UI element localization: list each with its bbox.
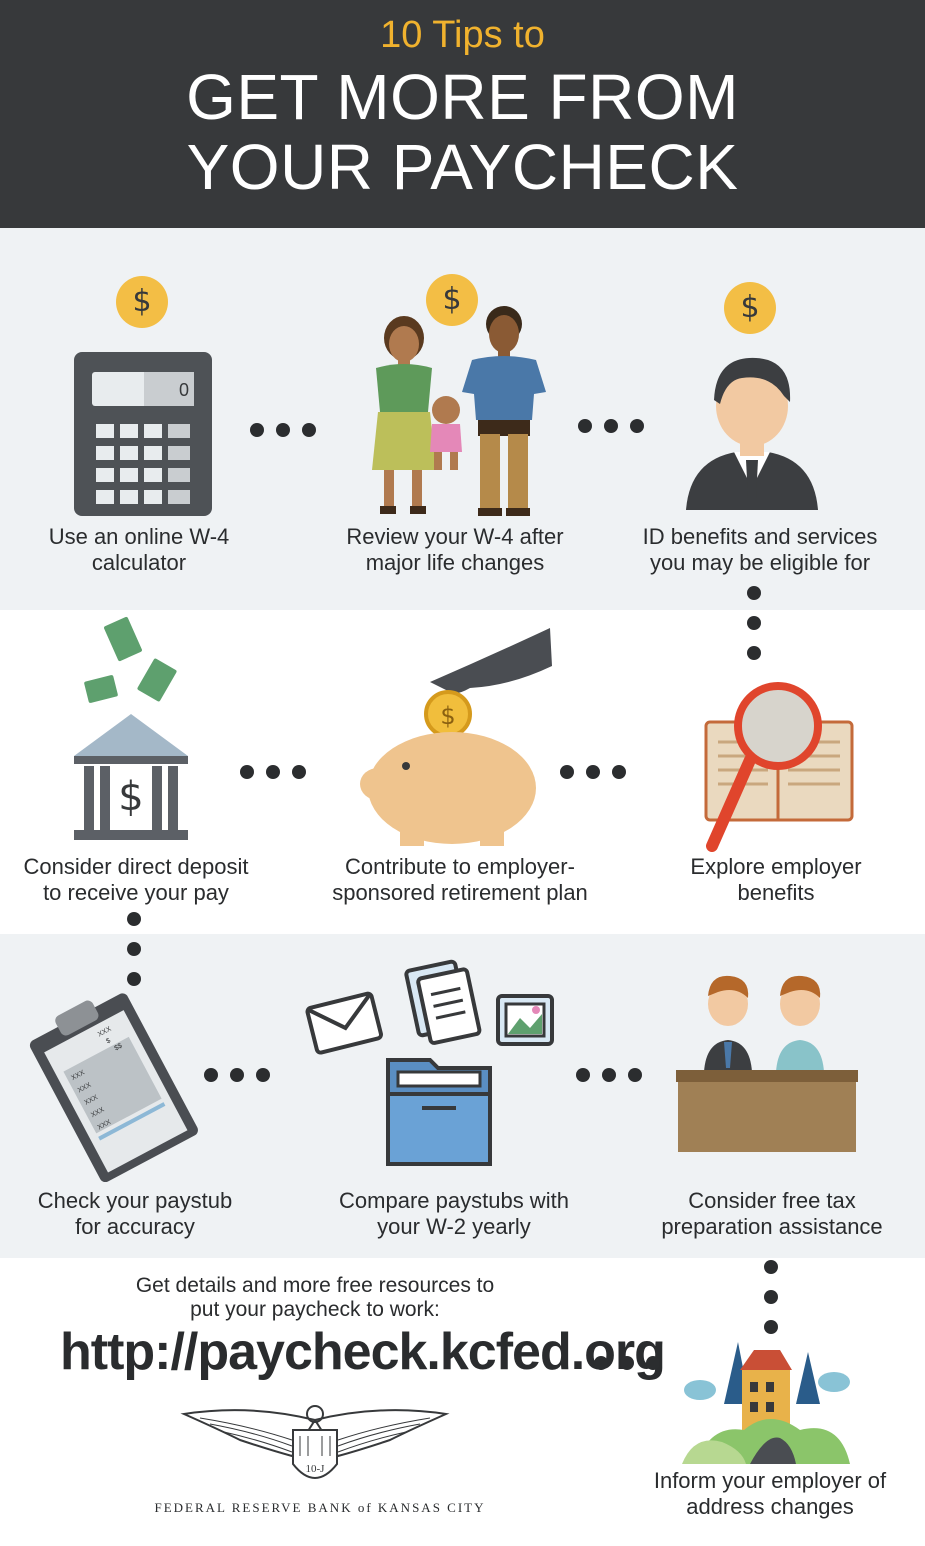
subtitle: 10 Tips to [380, 14, 545, 56]
title-line-1: GET MORE FROM [186, 61, 739, 133]
bank-dollar-sign: $ [118, 774, 143, 820]
houses-address-icon [682, 1342, 850, 1464]
page-title: GET MORE FROM YOUR PAYCHECK [0, 62, 925, 202]
tip-caption: Contribute to employer- sponsored retire… [316, 854, 604, 906]
caption-line: Check your paystub [37, 1188, 233, 1213]
caption-line: ID benefits and services [642, 524, 878, 549]
tip-caption: Check your paystub for accuracy [14, 1188, 256, 1240]
title-line-2: YOUR PAYCHECK [186, 131, 739, 203]
caption-line: major life changes [365, 550, 545, 575]
dollar-coin-icon: $ [116, 276, 168, 328]
tip-caption: Explore employer benefits [656, 854, 896, 906]
connector-dots [594, 1356, 660, 1370]
tax-assistance-desk-icon [676, 975, 858, 1152]
resources-line: Get details and more free resources to [135, 1274, 495, 1297]
magnifying-glass-book-icon [704, 682, 854, 852]
caption-line: Inform your employer of [653, 1468, 887, 1493]
resources-line: put your paycheck to work: [190, 1298, 440, 1321]
person-icon [686, 357, 818, 510]
caption-line: benefits [737, 880, 815, 905]
clipboard-paystub-icon: XXX $ $$ XXX XXX XXX XXX XXX [29, 993, 198, 1182]
caption-line: Contribute to employer- [345, 854, 575, 879]
resources-url-link[interactable]: http://paycheck.kcfed.org [60, 1323, 666, 1381]
tip-caption: Consider free tax preparation assistance [644, 1188, 900, 1240]
paystub-text: $ [105, 1037, 112, 1045]
caption-line: sponsored retirement plan [332, 880, 588, 905]
dollar-coin-icon: $ [426, 274, 478, 326]
connector-dots [250, 423, 316, 437]
calculator-icon: 0 [74, 352, 212, 516]
connector-dots [747, 586, 761, 660]
caption-line: Consider free tax [688, 1188, 856, 1213]
tip-caption: Compare paystubs with your W-2 yearly [318, 1188, 590, 1240]
caption-line: you may be eligible for [649, 550, 871, 575]
paystub-text: $$ [113, 1042, 123, 1052]
caption-line: preparation assistance [661, 1214, 883, 1239]
tip-caption: Consider direct deposit to receive your … [6, 854, 266, 906]
caption-line: for accuracy [75, 1214, 195, 1239]
caption-line: to receive your pay [43, 880, 229, 905]
header-banner [0, 0, 925, 228]
connector-dots [560, 765, 626, 779]
caption-line: your W-2 yearly [377, 1214, 531, 1239]
calculator-display: 0 [179, 380, 189, 400]
caption-line: calculator [91, 550, 187, 575]
tip-caption: Inform your employer of address changes [630, 1468, 910, 1520]
resources-text: Get details and more free resources to p… [110, 1274, 520, 1322]
federal-reserve-eagle-seal-logo: 10-J [180, 1405, 450, 1479]
connector-dots [576, 1068, 642, 1082]
piggy-bank-icon: $ [360, 628, 552, 846]
connector-dots [240, 765, 306, 779]
caption-line: Explore employer [690, 854, 862, 879]
connector-dots [204, 1068, 270, 1082]
caption-line: Use an online W-4 [48, 524, 230, 549]
caption-line: Compare paystubs with [339, 1188, 569, 1213]
caption-line: Review your W-4 after [346, 524, 564, 549]
svg-text:$: $ [440, 702, 455, 730]
tip-caption: ID benefits and services you may be elig… [620, 524, 900, 576]
caption-line: address changes [686, 1494, 854, 1519]
tip-caption: Review your W-4 after major life changes [320, 524, 590, 576]
seal-text: 10-J [306, 1463, 326, 1475]
family-icon [372, 306, 546, 516]
folder-documents-icon [305, 959, 554, 1166]
tip-caption: Use an online W-4 calculator [14, 524, 264, 576]
dollar-coin-icon: $ [724, 282, 776, 334]
bank-name: FEDERAL RESERVE BANK of KANSAS CITY [154, 1500, 486, 1515]
connector-dots [578, 419, 644, 433]
connector-dots [764, 1260, 778, 1334]
connector-dots [127, 912, 141, 986]
bank-icon: $ [74, 616, 188, 840]
caption-line: Consider direct deposit [23, 854, 249, 879]
